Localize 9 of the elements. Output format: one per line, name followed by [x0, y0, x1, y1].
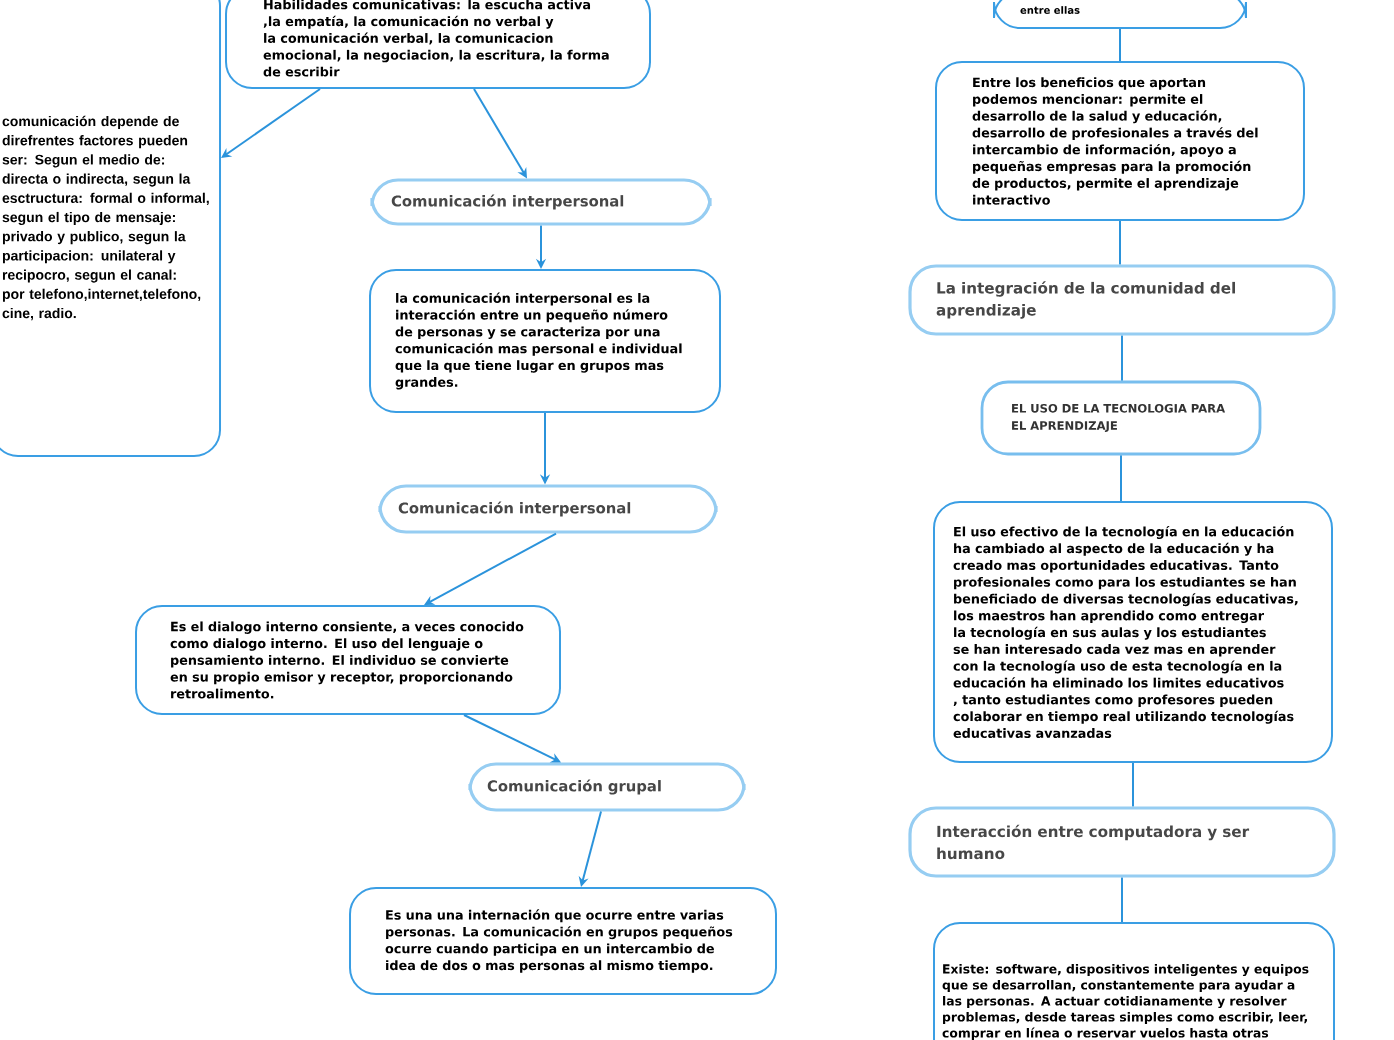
arrow — [424, 532, 557, 605]
connector-line — [1120, 454, 1122, 502]
connector-line — [1119, 220, 1121, 266]
connector-line — [1121, 876, 1123, 923]
connector-line — [1132, 762, 1134, 808]
connector-line — [1121, 334, 1123, 382]
arrow — [221, 88, 321, 158]
connector-line — [1119, 28, 1121, 62]
arrow — [463, 714, 561, 763]
